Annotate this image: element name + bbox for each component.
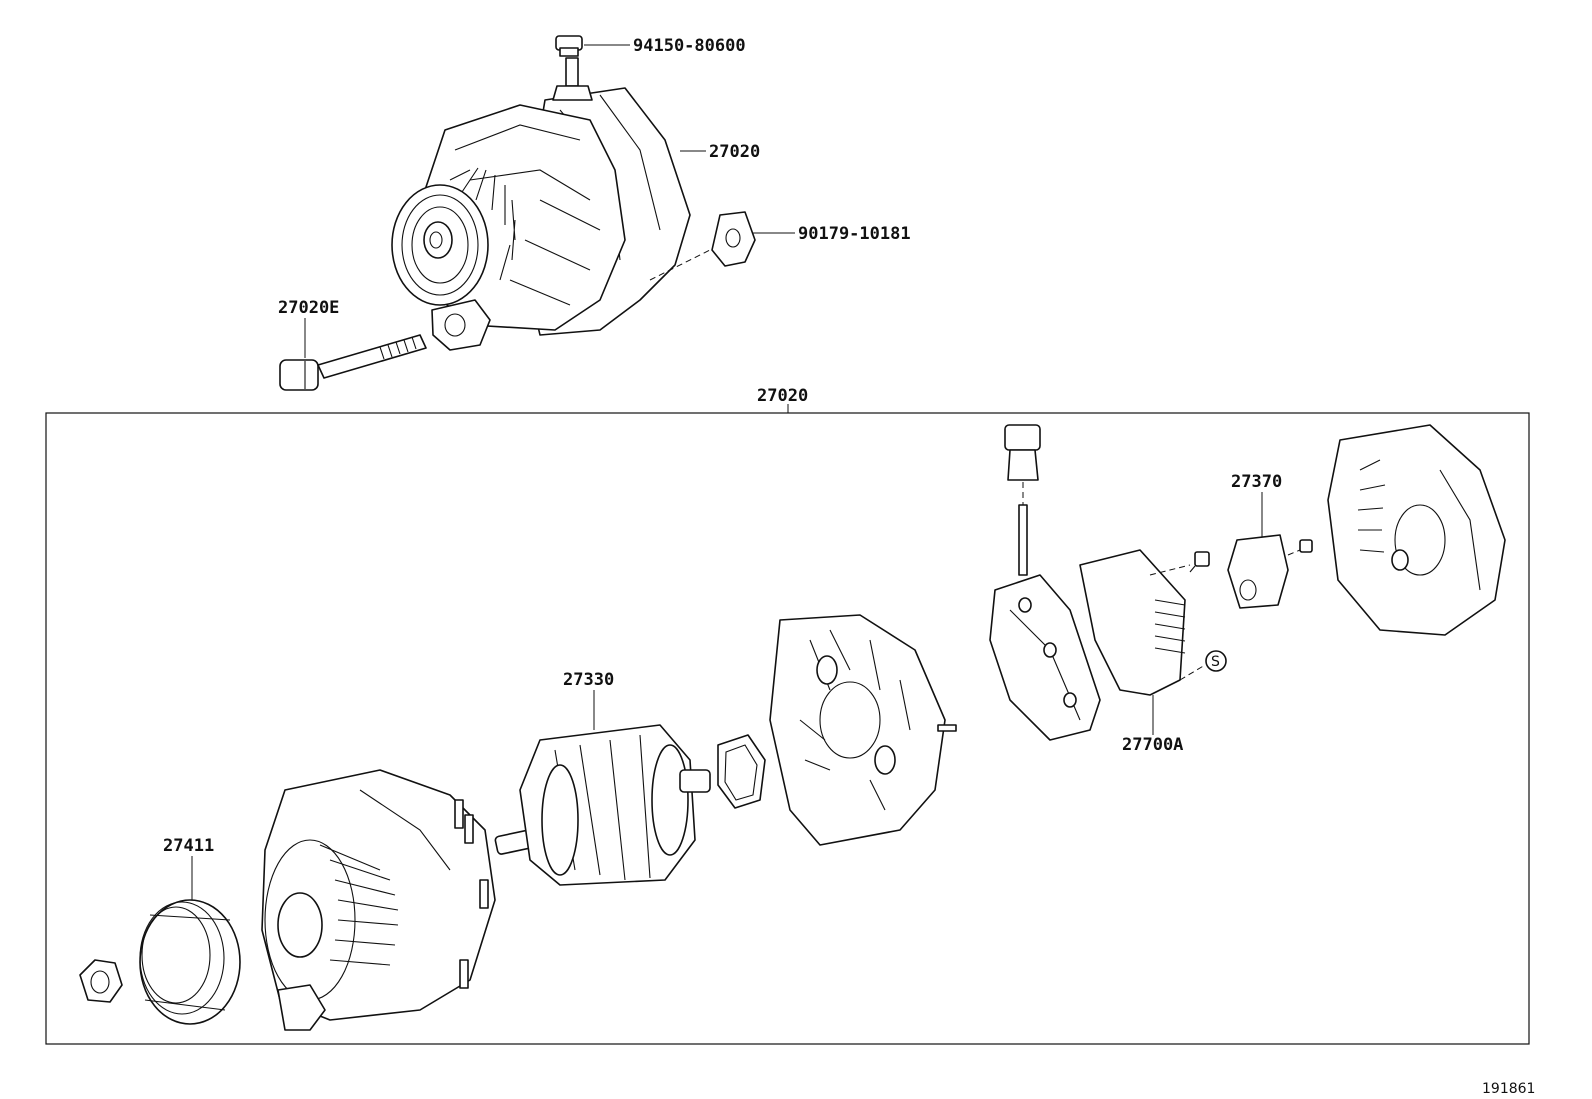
callout-27020E: 27020E <box>278 298 339 318</box>
bolt-27020E: 27020E <box>278 298 427 391</box>
alternator-assembly <box>391 57 691 351</box>
rectifier-27700A: 27700A <box>989 424 1186 755</box>
callout-27020-top: 27020 <box>709 142 760 162</box>
front-housing <box>261 769 496 1031</box>
assembly-pulley <box>391 184 489 306</box>
exploded-view-frame <box>45 412 1530 1045</box>
spacer-ring <box>717 734 766 809</box>
callout-27411: 27411 <box>163 836 214 856</box>
fan-fins <box>449 167 516 281</box>
s-symbol: S <box>1179 650 1227 681</box>
pulley-27411: 27411 <box>139 836 241 1025</box>
rear-cover <box>1327 424 1506 636</box>
rear-housing <box>769 614 957 846</box>
callout-27020-group: 27020 <box>757 386 808 406</box>
terminal-insulator-90179-10181: 90179-10181 <box>649 211 911 281</box>
callout-27370: 27370 <box>1231 472 1282 492</box>
s-symbol-text: S <box>1211 654 1220 670</box>
callout-90179-10181: 90179-10181 <box>798 224 911 244</box>
brush-holder-27370: 27370 <box>1149 472 1313 609</box>
figure-id: 191861 <box>1482 1081 1535 1097</box>
callout-27330: 27330 <box>563 670 614 690</box>
pulley-nut <box>79 959 123 1003</box>
callout-27700A: 27700A <box>1122 735 1183 755</box>
nut-94150-80600: 94150-80600 <box>555 35 746 57</box>
rotor-27330: 27330 <box>494 670 711 886</box>
callout-94150-80600: 94150-80600 <box>633 36 746 56</box>
